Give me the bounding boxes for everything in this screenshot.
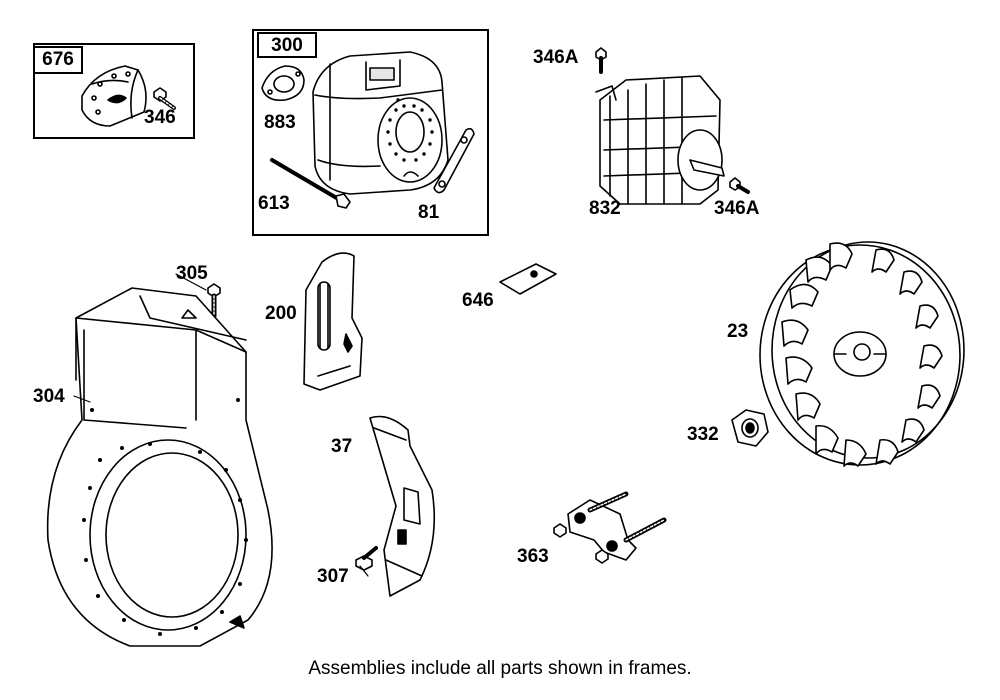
label-37: 37	[331, 436, 353, 457]
bolt-305-drawing	[207, 283, 221, 319]
label-346a-bottom: 346A	[714, 198, 760, 219]
label-81: 81	[418, 202, 440, 223]
stud-613-drawing	[270, 158, 351, 209]
label-305: 305	[176, 263, 208, 284]
diagram-caption: Assemblies include all parts shown in fr…	[308, 658, 692, 679]
label-304: 304	[33, 386, 65, 407]
label-346: 346	[144, 107, 176, 128]
screw-346a-bottom-drawing	[729, 177, 750, 194]
label-363: 363	[517, 546, 549, 567]
muffler-guard-assembly-number: 676	[33, 46, 83, 74]
baffle-200-drawing	[303, 252, 363, 391]
spark-arrester-screen-832-drawing	[595, 75, 725, 205]
muffler-assembly-number: 300	[257, 32, 317, 58]
air-guide-37-drawing	[369, 415, 436, 597]
label-23: 23	[727, 321, 749, 342]
muffler-guard-assembly-frame	[33, 43, 195, 139]
label-200: 200	[265, 303, 297, 324]
screw-307-drawing	[355, 546, 378, 571]
label-332: 332	[687, 424, 719, 445]
bolt-346-drawing	[153, 87, 176, 110]
label-832: 832	[589, 198, 621, 219]
label-307: 307	[317, 566, 349, 587]
label-346a-top: 346A	[533, 47, 579, 68]
nut-332-drawing	[731, 409, 769, 447]
flywheel-23-drawing	[759, 241, 965, 467]
label-613: 613	[258, 193, 290, 214]
blower-housing-304-drawing	[46, 287, 273, 647]
label-883: 883	[264, 112, 296, 133]
gasket-883-drawing	[261, 65, 305, 102]
muffler-guard-drawing	[81, 65, 147, 127]
lock-plate-81-drawing	[433, 127, 475, 194]
plate-646-drawing	[499, 263, 557, 295]
bracket-363-drawing	[553, 491, 667, 564]
screw-346a-top-drawing	[595, 47, 607, 74]
muffler-assembly-frame	[252, 29, 489, 236]
muffler-body-drawing	[312, 51, 449, 195]
leader-lines	[73, 273, 369, 577]
label-646: 646	[462, 290, 494, 311]
